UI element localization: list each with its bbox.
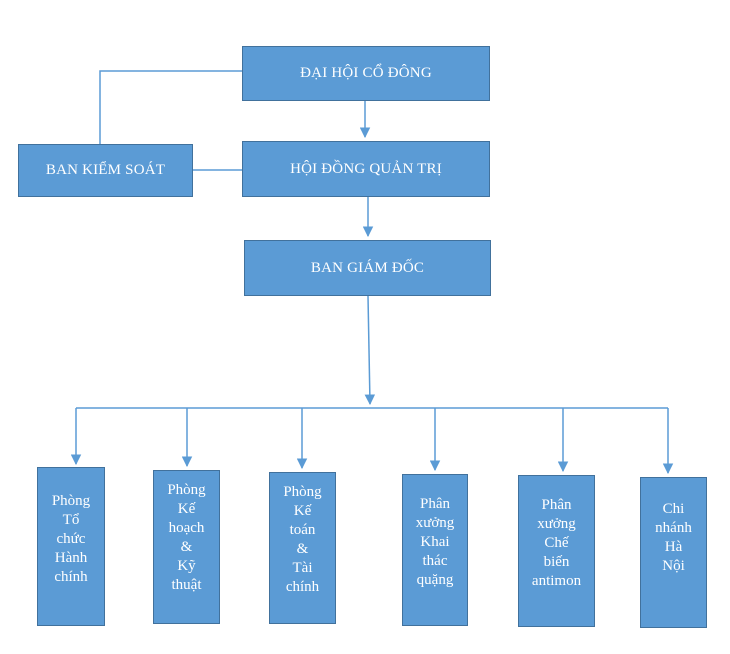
department-1-label-line: Hành [54, 550, 88, 566]
department-6-label-line: Nội [662, 558, 685, 574]
department-3-label-line: Tài [292, 560, 313, 576]
department-1-label-line: chức [56, 531, 86, 547]
department-5-label-line: antimon [531, 573, 582, 589]
connector-directors-trunk [364, 295, 376, 406]
department-2-label-line: Kỹ [177, 558, 196, 574]
department-2-label-line: Phòng [167, 482, 206, 498]
department-1-label-line: Tổ [62, 512, 80, 528]
department-1-label-line: chính [54, 569, 88, 585]
directors-box: BAN GIÁM ĐỐC [244, 240, 491, 296]
department-3-label-line: toán [289, 522, 316, 538]
department-4-label-line: Khai [420, 534, 450, 550]
shareholders-label: ĐẠI HỘI CỔ ĐÔNG [300, 65, 432, 81]
department-4-label-line: xưởng [415, 515, 455, 531]
board-label: HỘI ĐỒNG QUẢN TRỊ [290, 160, 442, 177]
department-2-label-line: hoạch [168, 520, 205, 536]
department-3-label-line: & [296, 541, 309, 557]
department-3-label-line: Kế [293, 503, 312, 519]
shareholders-box: ĐẠI HỘI CỔ ĐÔNG [242, 46, 490, 101]
supervisors-box: BAN KIỂM SOÁT [18, 144, 193, 197]
department-4-label-line: thác [422, 553, 448, 569]
directors-label: BAN GIÁM ĐỐC [310, 259, 425, 276]
department-5-label-line: Phân [541, 497, 572, 513]
department-3-label-line: Phòng [283, 484, 322, 500]
department-6-label-line: Chi [662, 501, 685, 517]
connector-shareholders-supervisors [99, 70, 242, 144]
board-box: HỘI ĐỒNG QUẢN TRỊ [242, 141, 490, 197]
department-4-label-line: Phân [420, 496, 450, 512]
department-2-label-line: Kế [177, 501, 196, 517]
department-4-label-line: quặng [416, 572, 454, 588]
department-1-label-line: Phòng [51, 493, 91, 509]
department-5-label-line: biến [543, 554, 570, 570]
department-6-label-line: Hà [664, 539, 683, 555]
department-2-label-line: & [180, 539, 193, 555]
department-5-label-line: xưởng [537, 516, 576, 532]
department-2-label-line: thuật [171, 577, 202, 593]
department-3-label-line: chính [285, 579, 320, 595]
department-6-label-line: nhánh [655, 520, 692, 536]
supervisors-label: BAN KIỂM SOÁT [45, 162, 166, 178]
department-5-label-line: Chế [544, 535, 569, 551]
